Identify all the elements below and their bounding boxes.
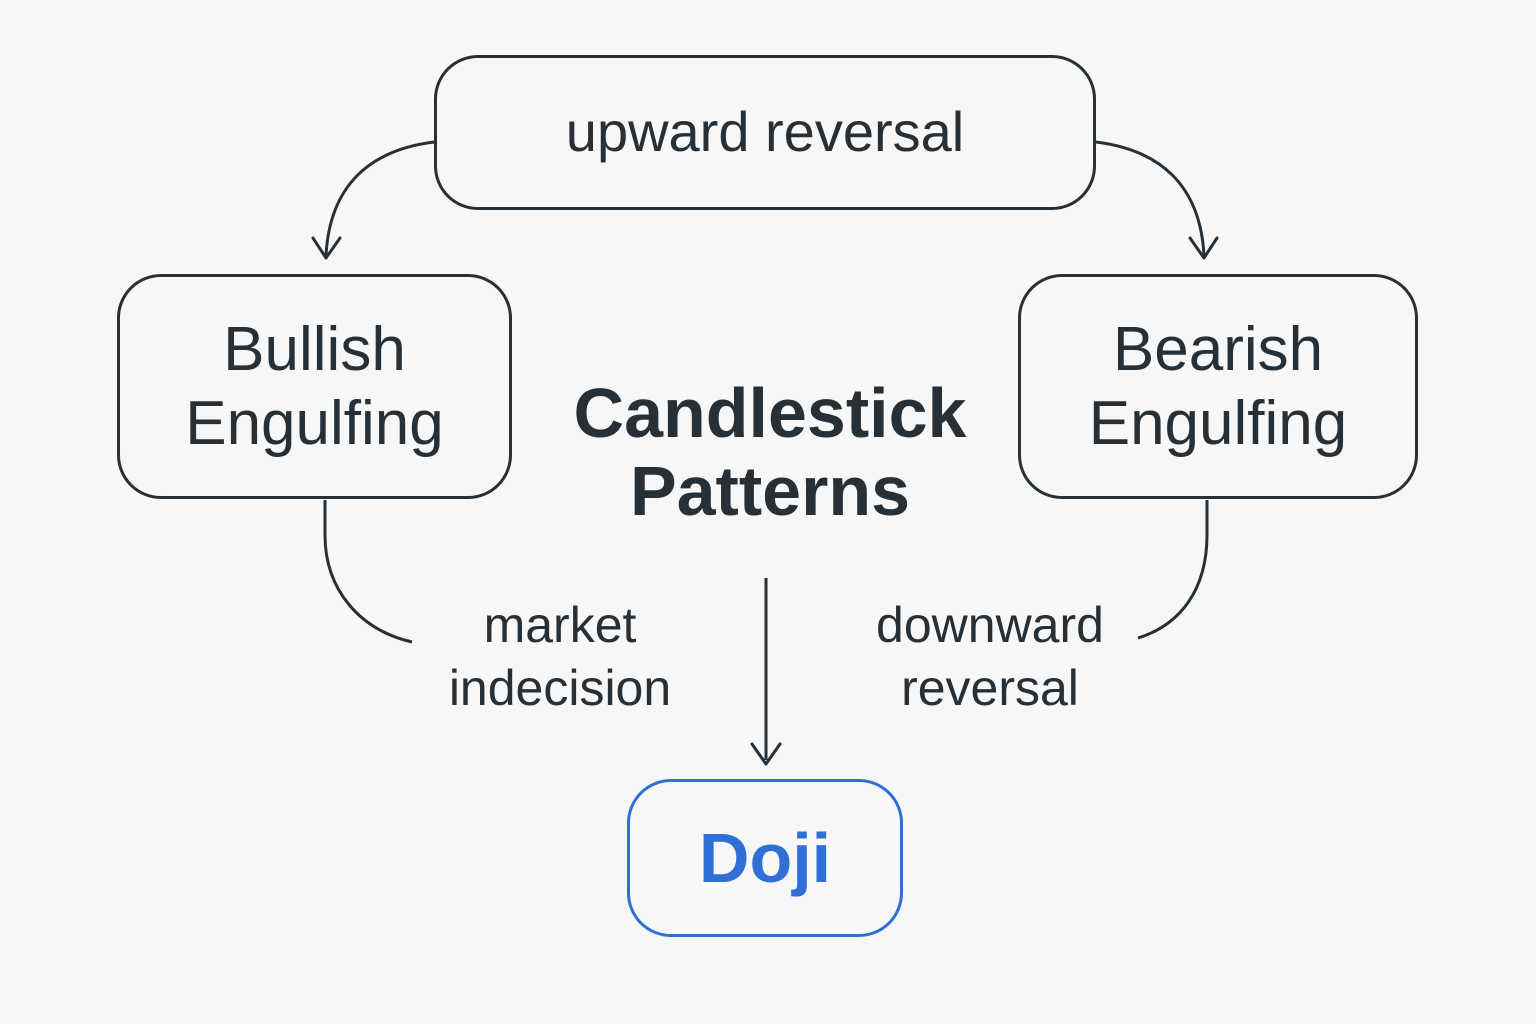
node-doji: Doji [627, 779, 903, 937]
arrow-top-to-bullish [324, 140, 435, 256]
diagram-title: Candlestick Patterns [573, 374, 967, 531]
arrowhead-center-to-doji [750, 742, 782, 766]
edge-label-market-indecision: market indecision [448, 597, 672, 716]
arrowhead-top-to-bearish [1188, 236, 1219, 260]
edge-label-downward-reversal: downward reversal [876, 597, 1104, 716]
node-bearish-engulfing-label: Bearish Engulfing [1088, 315, 1348, 458]
curve-bearish-to-downward [1137, 500, 1209, 640]
node-bearish-engulfing: Bearish Engulfing [1018, 274, 1418, 499]
node-bullish-engulfing: Bullish Engulfing [117, 274, 512, 499]
arrowhead-top-to-bullish [311, 236, 342, 260]
arrow-top-to-bearish [1095, 140, 1206, 256]
node-upward-reversal: upward reversal [434, 55, 1096, 210]
curve-bullish-to-indecision [323, 500, 413, 644]
node-doji-label: Doji [698, 818, 832, 897]
node-bullish-engulfing-label: Bullish Engulfing [185, 315, 444, 458]
node-upward-reversal-label: upward reversal [565, 100, 965, 164]
